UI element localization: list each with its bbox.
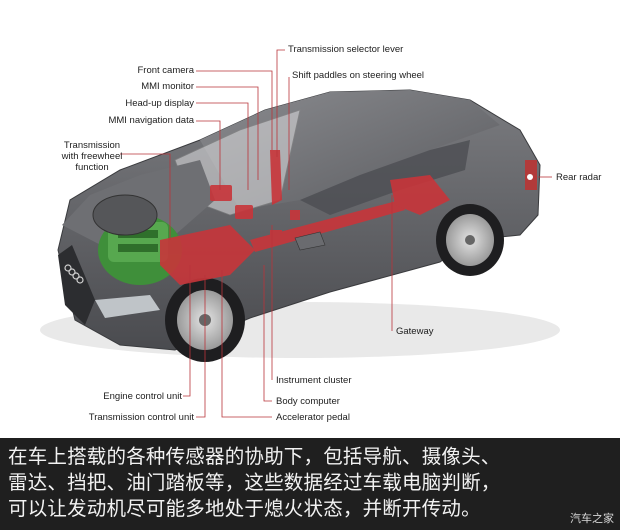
watermark: 汽车之家 bbox=[570, 512, 614, 525]
callout-body-computer: Body computer bbox=[276, 396, 340, 407]
callout-transmission-control-unit: Transmission control unit bbox=[88, 412, 194, 423]
side-window bbox=[300, 140, 470, 215]
callout-transmission-freewheel-line2: with freewheel bbox=[61, 151, 123, 162]
callout-transmission-freewheel-line3: function bbox=[75, 162, 109, 173]
diagram-stage: Transmission selector lever Front camera… bbox=[40, 44, 602, 423]
caption-box: 在车上搭载的各种传感器的协助下，包括导航、摄像头、 雷达、挡把、油门踏板等，这些… bbox=[0, 438, 620, 530]
caption-line-3: 可以让发动机尽可能多地处于熄火状态，并断开传动。 bbox=[8, 497, 481, 520]
leader-lines bbox=[120, 49, 552, 418]
audi-rings bbox=[64, 264, 84, 284]
radar-dot bbox=[527, 174, 533, 180]
callout-gateway: Gateway bbox=[396, 326, 434, 337]
car-illustration bbox=[40, 49, 560, 418]
spare-wheel bbox=[92, 194, 158, 236]
callout-head-up-display: Head-up display bbox=[125, 98, 194, 109]
callout-accelerator-pedal: Accelerator pedal bbox=[276, 412, 350, 423]
rear-wheel bbox=[436, 204, 504, 276]
highlighted-components bbox=[160, 150, 450, 285]
caption-line-1: 在车上搭载的各种传感器的协助下，包括导航、摄像头、 bbox=[8, 445, 501, 468]
callout-mmi-monitor: MMI monitor bbox=[141, 81, 194, 92]
callout-front-camera: Front camera bbox=[137, 65, 195, 76]
callout-transmission-freewheel: Transmission with freewheel function bbox=[56, 140, 128, 173]
callout-mmi-navigation-data: MMI navigation data bbox=[108, 115, 194, 126]
callout-engine-control-unit: Engine control unit bbox=[103, 391, 182, 402]
side-mirror bbox=[294, 231, 326, 251]
callout-shift-paddles: Shift paddles on steering wheel bbox=[292, 70, 425, 81]
headlight bbox=[95, 295, 160, 318]
callout-instrument-cluster: Instrument cluster bbox=[276, 375, 352, 386]
engine-block bbox=[98, 215, 182, 285]
callout-transmission-freewheel-line1: Transmission bbox=[63, 140, 121, 151]
callout-transmission-selector-lever: Transmission selector lever bbox=[288, 44, 404, 55]
caption-line-2: 雷达、挡把、油门踏板等，这些数据经过车载电脑判断， bbox=[8, 471, 501, 494]
callout-rear-radar: Rear radar bbox=[556, 172, 602, 183]
